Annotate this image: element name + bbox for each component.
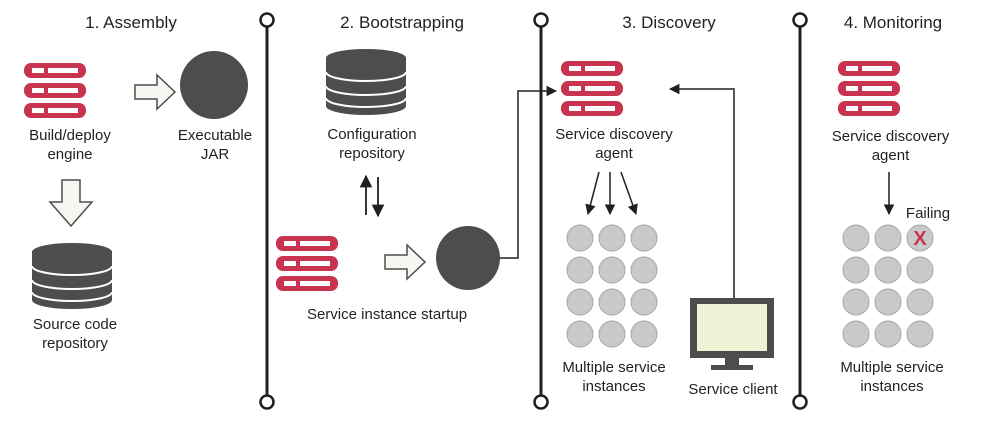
service-instance-circle [906, 256, 934, 284]
service-instance-circle [906, 288, 934, 316]
service-instance-circle [630, 320, 658, 348]
service-instance-grid: X [842, 224, 934, 348]
multiple-service-instances-label: Multiple service instances [562, 359, 666, 395]
build-deploy-engine-label: Build/deploy engine [29, 127, 111, 163]
source-code-database-icon [31, 242, 113, 310]
executable-jar-circle-icon [180, 51, 248, 119]
configuration-repository-label: Configuration repository [327, 126, 417, 162]
service-instance-server-icon [276, 236, 338, 291]
arrow-icon [620, 171, 638, 215]
service-instance-grid [566, 224, 658, 348]
section-title-discovery: 3. Discovery [622, 13, 716, 32]
block-arrow-down-icon [48, 179, 94, 228]
service-instance-circle [598, 320, 626, 348]
monitoring-multiple-service-instances-label: Multiple service instances [840, 359, 944, 395]
service-instance-circle [630, 256, 658, 284]
block-arrow-right-icon [384, 244, 426, 280]
section-divider [792, 12, 808, 410]
section-divider [259, 12, 275, 410]
service-instance-circle [598, 224, 626, 252]
service-instance-circle [874, 288, 902, 316]
service-discovery-agent-label: Service discovery agent [555, 126, 673, 162]
service-instance-circle [598, 288, 626, 316]
service-instance-startup-label: Service instance startup [306, 306, 468, 323]
service-instance-circle-icon [436, 226, 500, 290]
service-instance-circle [842, 224, 870, 252]
arrow-icon [585, 171, 600, 216]
section-title-monitoring: 4. Monitoring [843, 13, 943, 32]
section-title-assembly: 1. Assembly [85, 13, 177, 32]
failing-instance-circle [906, 224, 934, 252]
section-title-bootstrapping: 2. Bootstrapping [340, 13, 464, 32]
service-instance-circle [906, 320, 934, 348]
service-instance-circle [842, 256, 870, 284]
service-instance-circle [566, 224, 594, 252]
executable-jar-label: Executable JAR [177, 127, 253, 163]
service-instance-circle [842, 288, 870, 316]
service-instance-circle [630, 288, 658, 316]
source-code-repository-label: Source code repository [32, 316, 118, 352]
section-divider [533, 12, 549, 410]
block-arrow-right-icon [134, 74, 176, 110]
service-instance-circle [874, 256, 902, 284]
service-instance-circle [566, 256, 594, 284]
service-instance-circle [566, 288, 594, 316]
failed-x-icon: X [913, 228, 927, 250]
monitoring-discovery-agent-label: Service discovery agent [831, 128, 950, 164]
monitoring-discovery-agent-server-icon [838, 61, 900, 116]
service-instance-circle [598, 256, 626, 284]
service-client-monitor-icon [690, 298, 774, 370]
service-discovery-agent-server-icon [561, 61, 623, 116]
build-deploy-engine-server-icon [24, 63, 86, 118]
service-instance-circle [874, 224, 902, 252]
configuration-database-icon [325, 48, 407, 116]
service-instance-circle [842, 320, 870, 348]
service-instance-circle [566, 320, 594, 348]
service-instance-circle [874, 320, 902, 348]
lookup-connector-arrow [668, 83, 735, 298]
service-client-label: Service client [688, 381, 778, 398]
service-instance-circle [630, 224, 658, 252]
register-connector-arrow [500, 85, 558, 259]
failing-label: Failing [905, 205, 951, 222]
